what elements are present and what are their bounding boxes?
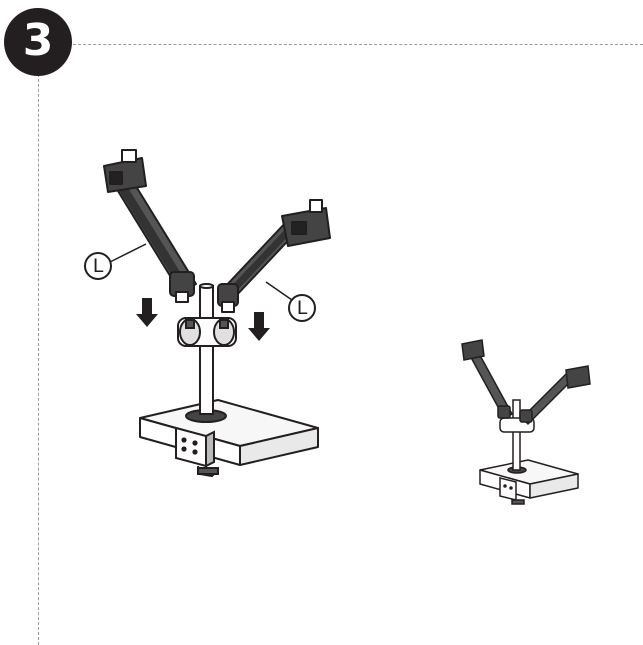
dashed-step-frame [38, 44, 643, 645]
pole-hub [177, 317, 237, 347]
down-arrow-icon [136, 298, 270, 341]
preview-desk [479, 459, 579, 499]
preview-left-arm [461, 339, 514, 419]
desk-clamp-illustration [175, 426, 219, 478]
preview-clamp [499, 477, 525, 505]
step-number-badge: 3 [4, 8, 72, 76]
callout-leaders [109, 243, 293, 301]
preview-right-arm [519, 365, 591, 426]
callout-text: L [92, 255, 104, 277]
callout-label-right: L [288, 294, 316, 322]
callout-text: L [296, 297, 308, 319]
left-monitor-arm [103, 149, 197, 303]
right-monitor-arm [217, 199, 331, 313]
step-number: 3 [22, 15, 54, 66]
callout-label-left: L [84, 252, 112, 280]
